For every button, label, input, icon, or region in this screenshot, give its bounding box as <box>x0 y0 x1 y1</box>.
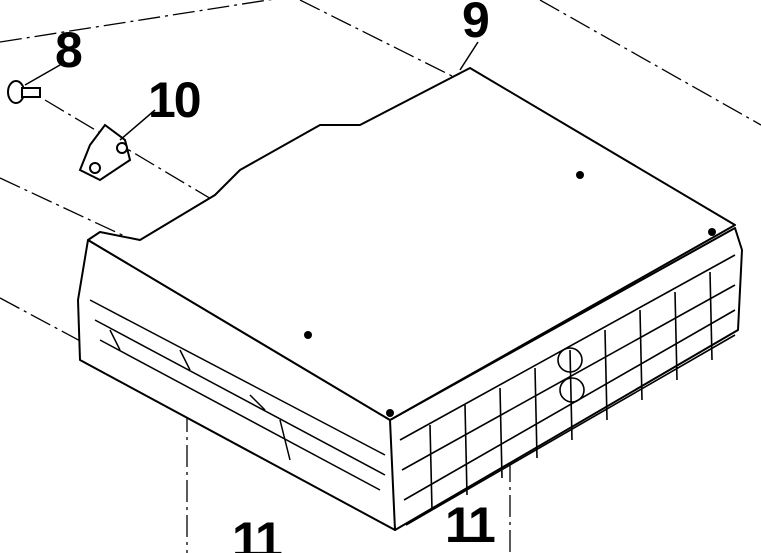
holes <box>304 171 716 417</box>
center-line <box>0 0 273 43</box>
left-rail <box>89 299 386 491</box>
front-grille <box>399 254 736 526</box>
unit-body <box>77 67 743 531</box>
top-face <box>87 67 736 421</box>
leader-lines <box>24 41 479 141</box>
center-line <box>0 177 151 249</box>
bracket-10 <box>78 123 132 182</box>
callout-11-left: 11 <box>232 512 283 553</box>
callout-8: 8 <box>55 22 83 78</box>
callout-11-right: 11 <box>445 497 496 553</box>
screw-8 <box>7 80 41 104</box>
callout-9: 9 <box>462 0 490 48</box>
callout-10: 10 <box>148 72 202 128</box>
center-line <box>539 0 761 126</box>
center-line <box>299 0 481 91</box>
